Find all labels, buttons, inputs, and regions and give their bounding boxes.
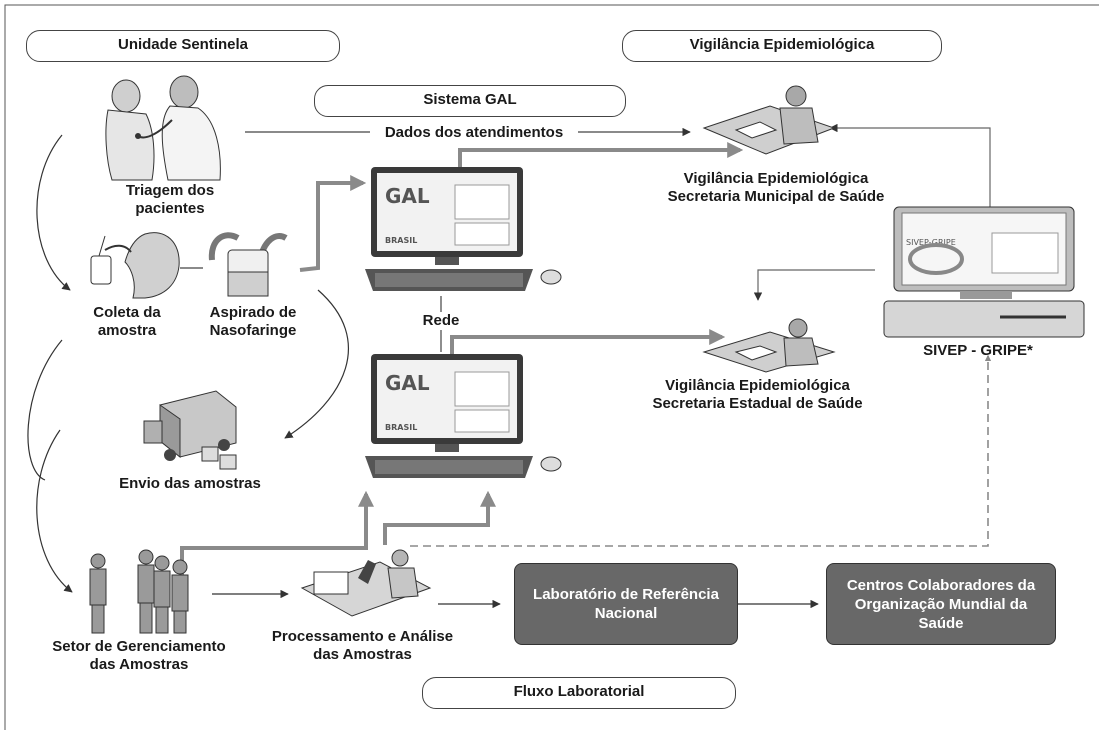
arrow-aspirado-envio	[284, 289, 349, 439]
frame-line	[4, 4, 1099, 730]
arrow-lab-gal	[383, 490, 496, 545]
arrow-triagem-coleta	[36, 134, 71, 291]
label-aspirado: Aspirado de Nasofaringe	[209, 304, 297, 339]
sivep-screen-title: SIVEP-GRIPE	[906, 238, 956, 247]
nasal-swab-icon	[90, 232, 180, 299]
arrow-envio-setor	[36, 429, 73, 593]
dashed-to-sivep	[410, 354, 992, 547]
computer-icon: GAL BRASIL	[365, 167, 562, 291]
arrow-gal-municipal	[458, 142, 744, 170]
computer-icon: GAL BRASIL	[365, 354, 562, 478]
gal-logo: GAL	[385, 184, 430, 208]
header-fluxo-laboratorial: Fluxo Laboratorial	[422, 677, 736, 709]
sivep-to-estadual	[753, 269, 875, 301]
label-dados-atendimentos: Dados dos atendimentos	[370, 124, 578, 142]
brasil-label: BRASIL	[385, 423, 417, 432]
gal-logo: GAL	[385, 371, 430, 395]
label-rede: Rede	[416, 312, 466, 330]
header-sistema-gal: Sistema GAL	[314, 85, 626, 117]
sivep-to-municipal	[829, 123, 991, 207]
box-lab-referencia: Laboratório de Referência Nacional	[514, 563, 738, 645]
label-setor: Setor de Gerenciamento das Amostras	[52, 638, 226, 673]
desk-worker-icon	[702, 85, 836, 155]
doctor-patient-icon	[105, 75, 221, 181]
label-sivep: SIVEP - GRIPE*	[923, 342, 1033, 359]
header-vigilancia: Vigilância Epidemiológica	[622, 30, 942, 62]
brasil-label: BRASIL	[385, 236, 417, 245]
label-coleta: Coleta da amostra	[93, 304, 161, 339]
arrow-coleta-envio	[27, 339, 63, 481]
header-unidade-sentinela: Unidade Sentinela	[26, 30, 340, 62]
label-vig-estadual: Vigilância Epidemiológica Secretaria Est…	[652, 377, 863, 412]
label-processamento: Processamento e Análise das Amostras	[271, 628, 454, 663]
lab-microscope-icon	[300, 549, 432, 617]
arrow-aspirado-gal	[299, 175, 367, 272]
staff-group-icon	[89, 549, 189, 634]
arrow-gal-estadual	[450, 329, 726, 355]
delivery-truck-icon	[143, 390, 237, 470]
aspirator-jar-icon	[208, 232, 288, 297]
desk-worker-icon	[702, 318, 836, 373]
box-centros-oms: Centros Colaboradores da Organização Mun…	[826, 563, 1056, 645]
label-vig-municipal: Vigilância Epidemiológica Secretaria Mun…	[667, 170, 885, 205]
label-envio: Envio das amostras	[119, 475, 261, 492]
server-computer-icon: SIVEP-GRIPE	[883, 206, 1085, 338]
label-triagem: Triagem dos pacientes	[125, 182, 215, 217]
